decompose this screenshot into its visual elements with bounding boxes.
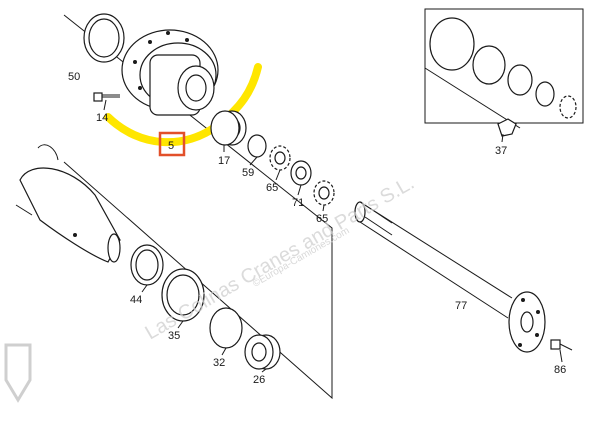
- ring-35: [161, 268, 205, 322]
- callout-5: 5: [168, 140, 174, 152]
- inset-leader: [424, 67, 521, 129]
- watermark-main: Las Colinas Cranes and Parts S.L.: [142, 172, 419, 344]
- callout-37: 37: [495, 145, 507, 157]
- nut-71: [290, 160, 312, 186]
- ring-32: [209, 307, 243, 349]
- bolt-14: [93, 92, 120, 102]
- bearing-17: [210, 110, 247, 146]
- callout-77: 77: [455, 300, 467, 312]
- callout-44: 44: [130, 294, 142, 306]
- callout-65a: 65: [266, 182, 278, 194]
- callout-86: 86: [554, 364, 566, 376]
- washer-65b: [313, 180, 335, 206]
- differential-housing: [121, 29, 219, 116]
- bearing-26: [244, 334, 281, 370]
- callout-59: 59: [242, 167, 254, 179]
- ring-gear-50: [83, 13, 125, 63]
- inset-parts: [429, 17, 577, 137]
- axle-shaft-77: [354, 201, 546, 353]
- callout-35: 35: [168, 330, 180, 342]
- callout-50: 50: [68, 71, 80, 83]
- callout-65b: 65: [316, 213, 328, 225]
- callout-17: 17: [218, 155, 230, 167]
- corner-logo: [4, 343, 32, 403]
- part-5-highlight-box: [158, 131, 186, 157]
- washer-65a: [269, 145, 291, 171]
- ring-59: [247, 134, 267, 158]
- axle-housing: [15, 144, 121, 263]
- callout-14: 14: [96, 112, 108, 124]
- callout-32: 32: [213, 357, 225, 369]
- seal-44: [130, 244, 164, 286]
- callout-26: 26: [253, 374, 265, 386]
- bolt-86: [550, 339, 573, 351]
- callout-71: 71: [292, 197, 304, 209]
